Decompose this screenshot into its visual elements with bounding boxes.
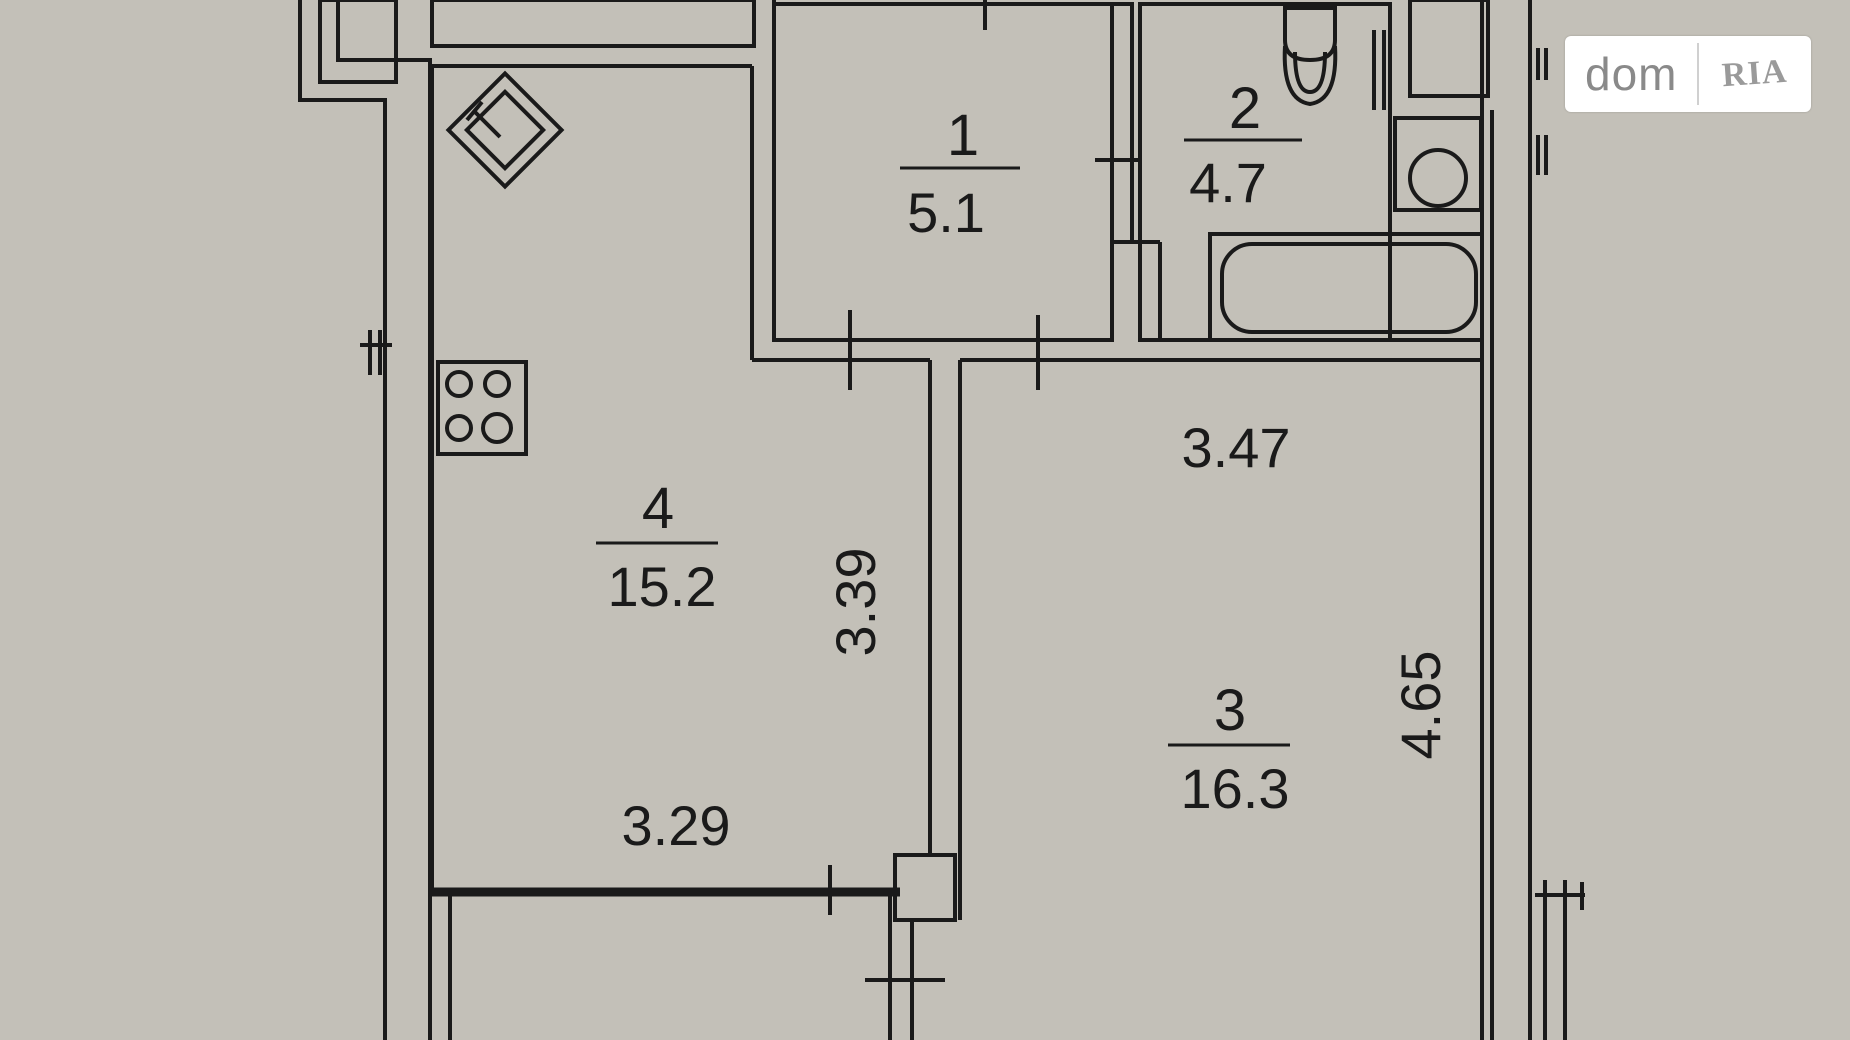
watermark-divider [1697, 43, 1699, 105]
room-1-label: 1 5.1 [900, 103, 1020, 244]
room-number: 3 [1214, 678, 1246, 743]
room-3-label: 3 16.3 [1168, 678, 1290, 820]
sink-icon [445, 70, 565, 190]
watermark-dom-text: dom [1585, 48, 1678, 100]
walls [298, 0, 1567, 1040]
room-4-label: 4 15.2 [596, 476, 718, 618]
room-area: 5.1 [907, 181, 985, 244]
room-area: 15.2 [608, 555, 717, 618]
toilet-icon [1282, 6, 1338, 107]
dom-ria-watermark: dom RIA [1565, 36, 1811, 112]
room-length-dimension: 4.65 [1389, 651, 1452, 760]
stove-icon [436, 360, 528, 456]
bathtub-icon [1208, 232, 1484, 342]
watermark-ria-text: RIA [1721, 52, 1789, 95]
room-area: 16.3 [1181, 757, 1290, 820]
dimension-labels: 3.29 3.39 3.47 4.65 [622, 416, 1453, 857]
window-marks [360, 0, 1585, 982]
kitchen-length-dimension: 3.39 [824, 548, 887, 657]
watermark-ria-logo: RIA [1699, 36, 1811, 112]
room-number: 2 [1229, 76, 1261, 141]
room-area: 4.7 [1189, 151, 1267, 214]
room-number: 1 [947, 103, 979, 168]
room-width-dimension: 3.47 [1182, 416, 1291, 479]
washing-machine-icon [1372, 30, 1483, 212]
kitchen-width-dimension: 3.29 [622, 794, 731, 857]
room-2-label: 2 4.7 [1184, 76, 1302, 214]
room-number: 4 [642, 476, 674, 541]
